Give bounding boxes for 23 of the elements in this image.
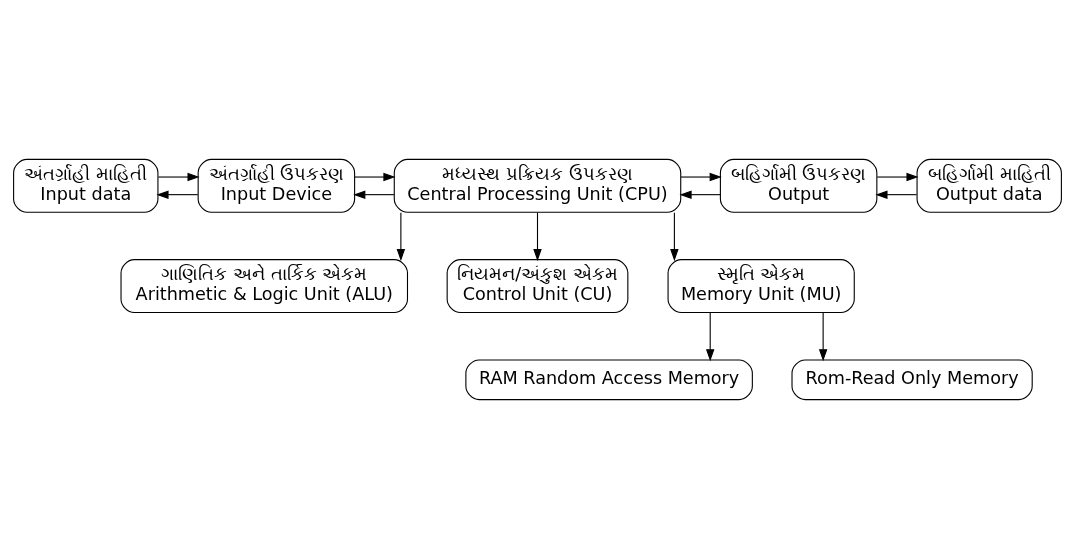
arrow [679,189,721,199]
arrow [876,172,919,181]
node-box: સ્મૃતિ એકમ Memory Unit (MU) [667,258,855,313]
arrow [354,172,396,181]
node-box: અંતર્ગ્રાહી ઉપકરણ Input Device [197,158,356,213]
arrow [705,311,715,361]
node-box: ગાણિતિક અને તાર્કિક એકમ Arithmetic & Logic Unit (ALU) [120,258,409,313]
arrow [353,189,395,199]
arrow [875,189,918,199]
node-box: RAM Random Access Memory [465,358,753,400]
node-box: Rom-Read Only Memory [791,358,1033,400]
arrow [533,211,542,261]
node-box: મધ્યસ્થ પ્રક્રિયક ઉપકરણ Central Processing Unit (CPU) [393,158,682,213]
arrow [157,172,200,181]
node-box: અંતર્ગ્રાહી માહિતી Input data [13,158,159,213]
arrow [818,311,828,361]
arrow [680,172,722,181]
node-box: બહિર્ગામી ઉપકરણ Output [719,158,878,213]
node-box: બહિર્ગામી માહિતી Output data [916,158,1062,213]
arrow [156,189,199,199]
arrow [396,211,406,261]
node-box: નિયમન/અંકુશ એકમ Control Unit (CU) [446,258,629,313]
arrow [670,211,679,261]
